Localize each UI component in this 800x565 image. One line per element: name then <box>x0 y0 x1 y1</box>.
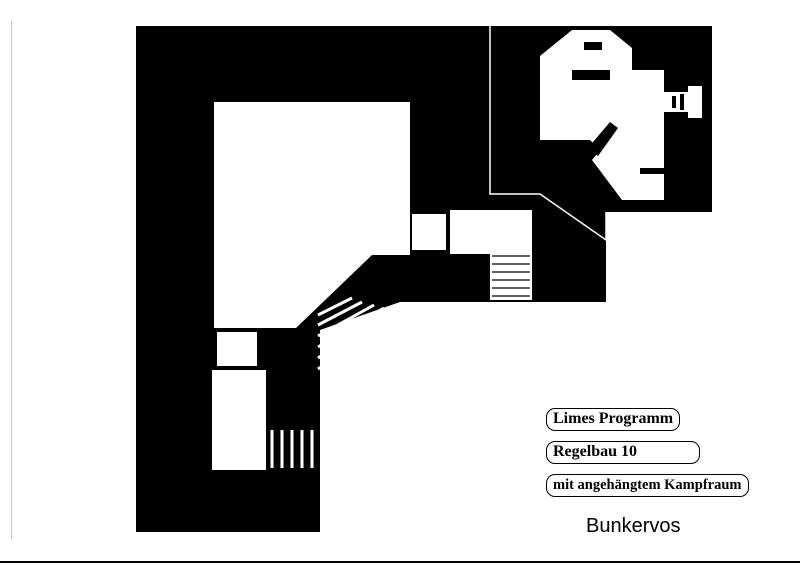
gun-mount <box>588 122 618 156</box>
scan-edge-bottom <box>0 561 800 563</box>
wall-slot <box>640 168 664 174</box>
label-programme: Limes Programm <box>546 408 681 431</box>
stairs-diagonal <box>317 296 395 371</box>
stairs-upper <box>492 255 530 297</box>
stair-landing <box>490 240 532 300</box>
embrasure-opening <box>688 86 702 118</box>
niche-vent <box>584 42 602 50</box>
embrasure-slit-2 <box>680 94 684 110</box>
main-room <box>214 102 410 328</box>
label-type: Regelbau 10 <box>546 441 700 464</box>
rooms <box>212 30 688 470</box>
doorway-1 <box>412 214 446 250</box>
scan-edge-left <box>11 20 12 540</box>
side-room-small <box>217 332 257 366</box>
combat-room-outline <box>489 26 607 242</box>
combat-room-details <box>584 42 702 174</box>
label-description: mit angehängtem Kampfraum <box>546 474 749 497</box>
caption: Bunkervos <box>586 515 681 537</box>
side-room-lower <box>212 370 266 470</box>
embrasure-slit-1 <box>672 96 676 108</box>
exterior-lower-right <box>320 302 800 565</box>
stairs-lower <box>260 430 314 468</box>
exterior-cutouts <box>320 302 800 565</box>
